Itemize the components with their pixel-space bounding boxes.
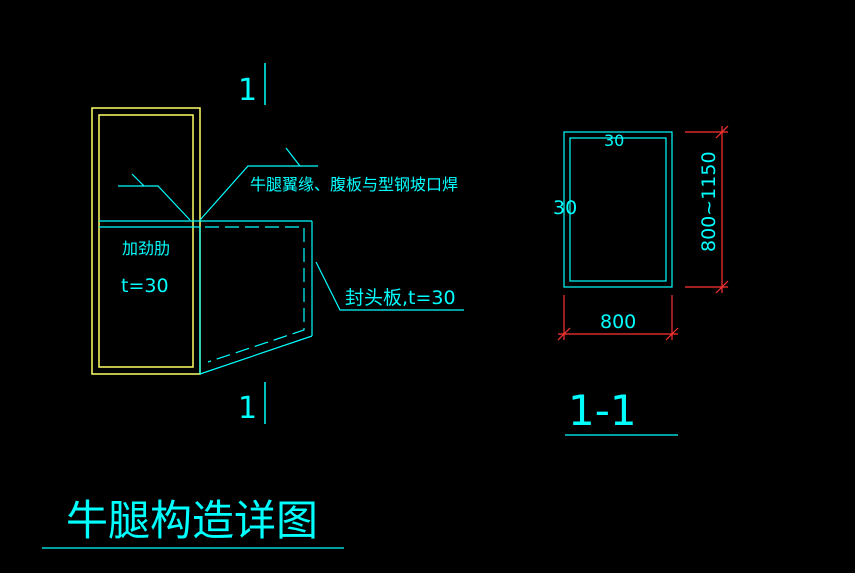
section-title: 1-1 (568, 386, 637, 435)
section-mark-top: 1 (238, 73, 257, 108)
stiffener-name: 加劲肋 (122, 239, 170, 258)
section-width-label: 800 (600, 311, 636, 333)
section-top-thickness: 30 (604, 131, 624, 150)
drawing-title: 牛腿构造详图 (66, 496, 318, 545)
height-tick-top (715, 125, 729, 139)
weld-note: 牛腿翼缘、腹板与型钢坡口焊 (250, 175, 458, 194)
end-plate-hidden-line (205, 226, 305, 363)
width-tick-right (665, 327, 679, 341)
height-tick-bottom (715, 280, 729, 294)
section-mark-bottom: 1 (238, 391, 257, 426)
weld-leader-right (199, 165, 318, 221)
corbel-bottom-flange (199, 335, 313, 375)
section-box (563, 131, 673, 288)
section-side-thickness: 30 (553, 197, 577, 219)
weld-leader-left (118, 185, 191, 221)
section-inner-border (569, 137, 667, 282)
weld-symbol-left (131, 173, 145, 187)
stiffener-thickness: t=30 (121, 275, 169, 297)
end-plate-label: 封头板,t=30 (345, 287, 456, 309)
column-inner-border (98, 114, 194, 368)
section-outer-border (563, 131, 673, 288)
corbel-top-flange (99, 220, 312, 228)
weld-leaders (118, 147, 318, 221)
width-tick-left (557, 327, 571, 341)
section-height-label: 800~1150 (698, 151, 720, 252)
height-dimension (685, 125, 729, 294)
weld-symbol-right (285, 147, 301, 167)
width-dimension (557, 295, 679, 341)
end-plate-leader (315, 261, 464, 311)
corbel-body (199, 221, 313, 375)
